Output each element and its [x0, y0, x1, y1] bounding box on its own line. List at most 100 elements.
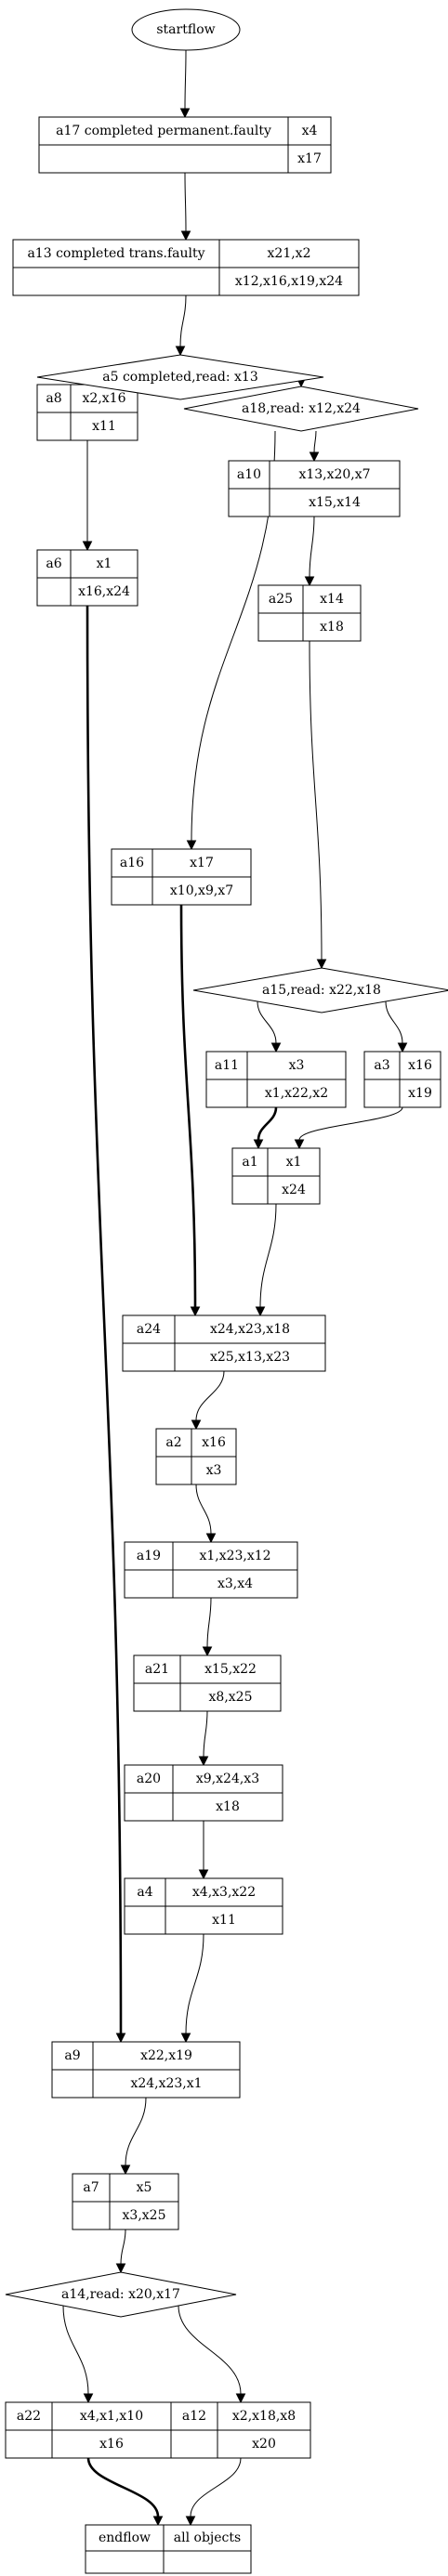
edge-start-to-a17 [184, 49, 187, 110]
node-bottom-vars: x25,x13,x23 [210, 1350, 290, 1365]
node-bottom-vars: x1,x22,x2 [265, 1086, 328, 1101]
node-a21: a21 x15,x22 x8,x25 [133, 1654, 282, 1712]
arrowhead-a7-to-a14 [115, 2263, 126, 2274]
node-label: a11 [215, 1058, 239, 1073]
node-bottom-vars: x3,x4 [217, 1576, 253, 1591]
node-top-vars: x24,x23,x18 [210, 1322, 290, 1337]
node-label: a21 [145, 1662, 169, 1677]
edge-a6-to-a9 [86, 605, 123, 2034]
node-a9: a9 x22,x19 x24,x23,x1 [51, 2041, 241, 2099]
node-bottom-vars: x15,x14 [309, 495, 361, 510]
edge-a18-to-a10 [313, 430, 317, 453]
arrowhead-a10-to-a25 [304, 576, 315, 587]
node-top-vars: x22,x19 [140, 2048, 192, 2063]
edge-a21-to-a20 [203, 1710, 208, 1758]
decision-diamond [5, 2271, 237, 2318]
arrowhead-a2-to-a19 [205, 1533, 217, 1544]
node-bottom-vars: x24,x23,x1 [130, 2076, 202, 2091]
node-label: a9 [64, 2048, 80, 2063]
edge-a4-to-a9 [185, 1933, 204, 2034]
end-note: all objects [174, 2530, 241, 2545]
node-label: a17 completed permanent.faulty [56, 124, 271, 138]
arrowhead-a18-to-a16 [186, 840, 197, 851]
node-top-vars: x2,x18,x8 [232, 2409, 296, 2424]
node-a8: a8 x2,x16 x11 [36, 384, 138, 441]
node-top-vars: x1 [97, 556, 112, 571]
decision-label: a15,read: x22,x18 [262, 983, 381, 998]
edge-a7-to-a14 [120, 2229, 126, 2265]
node-label: a6 [46, 556, 61, 571]
node-bottom-vars: x11 [212, 1913, 236, 1928]
edge-a19-to-a21 [206, 1597, 212, 1648]
arrowhead-a11-to-a1 [253, 1139, 264, 1150]
node-top-vars: x9,x24,x3 [196, 1772, 259, 1786]
decision-diamond [192, 967, 448, 1013]
node-label: a22 [17, 2409, 41, 2424]
edge-a15-to-a11 [257, 1000, 277, 1044]
node-label: a16 [120, 856, 144, 870]
decision-a14: a14,read: x20,x17 [5, 2271, 237, 2318]
node-bottom-vars: x24 [282, 1183, 306, 1197]
arrowhead-a22-to-end [152, 2516, 164, 2527]
arrowhead-a13-to-a5 [175, 346, 186, 357]
edge-a15-to-a3 [385, 1000, 403, 1044]
node-label: a12 [182, 2409, 206, 2424]
node-top-vars: x16 [202, 1435, 226, 1450]
start-node: startflow [131, 8, 241, 51]
edge-a2-to-a19 [195, 1484, 212, 1535]
node-label: a25 [269, 592, 293, 607]
node-bottom-vars: x16,x24 [78, 584, 130, 599]
arrowhead-a15-to-a11 [270, 1042, 282, 1053]
arrowhead-a21-to-a20 [198, 1756, 209, 1767]
arrowhead-a3-to-a1 [294, 1139, 305, 1150]
edge-a22-to-end [86, 2457, 160, 2517]
node-top-vars: x16 [408, 1058, 432, 1073]
arrowhead-a12-to-end [185, 2516, 196, 2527]
node-bottom-vars: x12,x16,x19,x24 [235, 274, 343, 289]
node-bottom-vars: x11 [92, 419, 116, 434]
node-top-vars: x2,x16 [83, 391, 126, 406]
start-ellipse [131, 8, 241, 51]
node-bottom-vars: x19 [408, 1086, 432, 1101]
node-label: a7 [83, 2180, 99, 2195]
node-label: a20 [137, 1772, 161, 1786]
node-bottom-vars: x8,x25 [209, 1690, 253, 1705]
node-top-vars: x4 [302, 124, 318, 138]
node-label: a2 [165, 1435, 181, 1450]
node-bottom-vars: x18 [320, 620, 344, 634]
node-top-vars: x15,x22 [204, 1662, 257, 1677]
node-bottom-vars: x17 [297, 151, 322, 166]
node-top-vars: x13,x20,x7 [298, 467, 370, 482]
arrowhead-a18-to-a10 [309, 451, 320, 463]
end-box [85, 2524, 252, 2574]
edge-a24-to-a2 [195, 1370, 225, 1421]
decision-a5: a5 completed,read: x13 [36, 354, 324, 400]
edge-a16-to-a24 [179, 904, 197, 1308]
node-label: a8 [46, 391, 61, 406]
decision-label: a14,read: x20,x17 [61, 2287, 180, 2302]
arrowhead-a19-to-a21 [202, 1646, 213, 1657]
edge-a11-to-a1 [257, 1106, 278, 1141]
decision-label: a5 completed,read: x13 [102, 370, 257, 385]
edge-a14-to-a12 [178, 2305, 242, 2395]
node-top-vars: x1,x23,x12 [199, 1549, 270, 1563]
node-bottom-vars: x16 [99, 2437, 124, 2452]
node-label: a24 [137, 1322, 161, 1337]
node-label: a13 completed trans.faulty [27, 246, 204, 261]
node-a2: a2 x16 x3 [155, 1428, 237, 1485]
edge-a25-to-a15 [309, 640, 323, 961]
node-label: a4 [137, 1885, 152, 1900]
node-top-vars: x17 [190, 856, 214, 870]
arrowhead-a1-to-a24 [255, 1306, 266, 1317]
node-bottom-vars: x18 [216, 1799, 240, 1814]
node-bottom-vars: x3 [206, 1463, 222, 1478]
